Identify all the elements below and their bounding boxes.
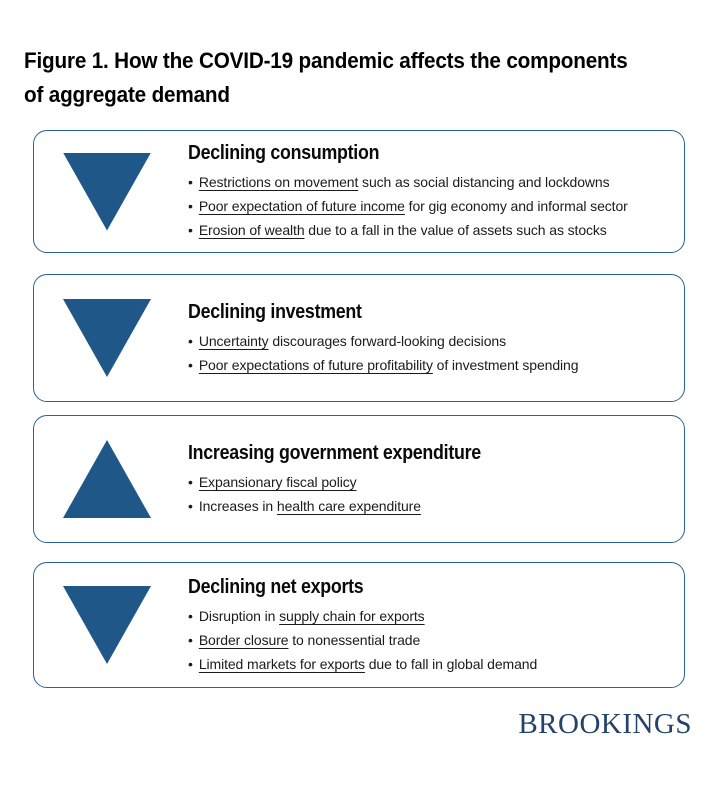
bullet-text: for gig economy and informal sector: [404, 198, 628, 214]
brookings-logo: BROOKINGS: [518, 708, 692, 740]
bullet-text-underlined: Restrictions on movement: [198, 174, 359, 190]
bullet-list: • Expansionary fiscal policy • Increases in…: [188, 470, 678, 518]
bullet-dot: •: [188, 631, 193, 648]
bullet-text-underlined: health care expenditure: [276, 497, 421, 514]
bullet-item: • Limited markets for exports due to fall…: [188, 652, 678, 676]
box-heading: Increasing government expenditure: [188, 441, 481, 464]
bullet-item: • Uncertainty discourages forward-looking…: [188, 329, 678, 353]
bullet-list: • Restrictions on movement such as social…: [188, 170, 678, 242]
box-heading: Declining investment: [188, 300, 362, 323]
bullet-item: • Increases in health care expenditure: [188, 494, 678, 518]
bullet-item: • Disruption in supply chain for exports: [188, 604, 678, 628]
box-content: Declining net exports • Disruption in sup…: [180, 575, 684, 676]
bullet-item: • Restrictions on movement such as social…: [188, 170, 678, 194]
bullet-dot: •: [188, 174, 193, 190]
box-heading: Declining net exports: [188, 575, 364, 598]
bullet-text-underlined: Uncertainty: [198, 332, 269, 349]
box-content: Declining investment • Uncertainty discou…: [180, 300, 684, 377]
bullet-list: •Disruption in supply chain for exports•…: [188, 604, 678, 676]
decrease-triangle-icon: [63, 152, 151, 231]
bullet-item: • Border closure to nonessential trade: [188, 628, 678, 652]
bullet-list: • Uncertainty discourages forward-looking…: [188, 329, 678, 377]
decrease-triangle-icon: [63, 586, 151, 664]
triangle-zone: [34, 586, 180, 664]
bullet-dot: •: [188, 607, 193, 624]
bullet-text-underlined: Limited markets for exports: [198, 655, 365, 672]
increase-triangle-icon: [63, 440, 151, 518]
bullet-dot: •: [188, 356, 193, 373]
bullet-text: of investment spending: [432, 356, 579, 373]
bullet-dot: •: [188, 473, 193, 490]
figure-title-line-2: of aggregate demand: [24, 82, 230, 107]
triangle-zone: [34, 299, 180, 377]
box-declining-consumption: Declining consumption • Restrictions on m…: [33, 130, 685, 253]
bullet-text-underlined: Expansionary fiscal policy: [198, 473, 357, 490]
bullet-dot: •: [188, 497, 193, 514]
bullet-text-underlined: Poor expectations of future profitabilit…: [198, 356, 433, 373]
bullet-dot: •: [188, 222, 193, 238]
figure-title: Figure 1. How the COVID-19 pandemic affe…: [24, 44, 628, 112]
bullet-text: such as social distancing and lockdowns: [358, 174, 610, 190]
bullet-item: • Erosion of wealth due to a fall in the …: [188, 218, 678, 242]
triangle-zone: [34, 152, 180, 231]
box-declining-net-exports: Declining net exports • Disruption in sup…: [33, 562, 685, 688]
triangle-zone: [34, 440, 180, 518]
bullet-item: • Poor expectations of future profitabili…: [188, 353, 678, 377]
bullet-text: due to a fall in the value of assets suc…: [304, 222, 607, 238]
bullet-text-underlined: Border closure: [198, 631, 289, 648]
bullet-text: Disruption in: [198, 607, 280, 624]
bullet-dot: •: [188, 332, 193, 349]
box-content: Increasing government expenditure • Expan…: [180, 441, 684, 518]
bullet-text: due to fall in global demand: [364, 655, 538, 672]
box-declining-investment: Declining investment • Uncertainty discou…: [33, 274, 685, 402]
bullet-text: discourages forward-looking decisions: [268, 332, 506, 349]
bullet-dot: •: [188, 655, 193, 672]
figure-title-line-1: Figure 1. How the COVID-19 pandemic affe…: [24, 48, 628, 73]
box-content: Declining consumption • Restrictions on m…: [180, 141, 684, 242]
box-heading: Declining consumption: [188, 142, 380, 164]
bullet-item: • Expansionary fiscal policy: [188, 470, 678, 494]
box-increasing-government-expenditure: Increasing government expenditure • Expan…: [33, 415, 685, 543]
bullet-dot: •: [188, 198, 193, 214]
bullet-text: Increases in: [198, 497, 277, 514]
bullet-item: • Poor expectation of future income for g…: [188, 194, 678, 218]
bullet-text: to nonessential trade: [288, 631, 421, 648]
decrease-triangle-icon: [63, 299, 151, 377]
bullet-text-underlined: supply chain for exports: [279, 607, 425, 624]
bullet-text-underlined: Poor expectation of future income: [198, 198, 405, 214]
bullet-text-underlined: Erosion of wealth: [198, 222, 305, 238]
